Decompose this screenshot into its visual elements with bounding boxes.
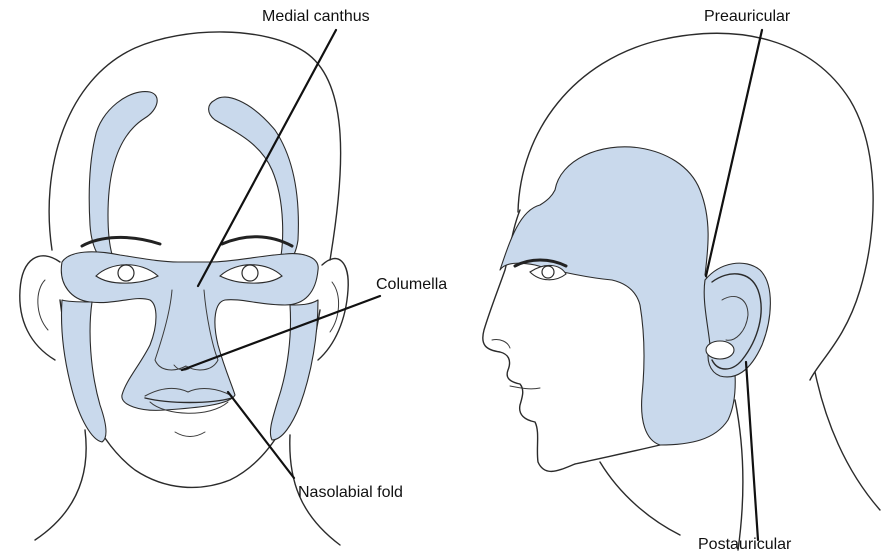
front-left-ear	[20, 256, 60, 360]
front-neck-left	[35, 430, 86, 540]
postauricular-label: Postauricular	[698, 536, 791, 554]
preauricular-label: Preauricular	[704, 8, 790, 26]
profile-mouth	[510, 386, 540, 389]
profile-view-zones	[500, 147, 770, 445]
columella-label: Columella	[376, 276, 447, 294]
front-right-iris	[242, 265, 258, 281]
front-view-zones	[61, 92, 318, 442]
front-left-forehead-zone	[89, 92, 157, 270]
medial-canthus-label: Medial canthus	[262, 8, 370, 26]
postauricular-leader	[746, 362, 758, 540]
profile-neck-lower	[735, 400, 743, 550]
preauricular-leader	[706, 30, 762, 276]
medial-canthus-leader	[198, 30, 336, 286]
profile-cheek-zone	[500, 147, 735, 445]
profile-iris	[542, 266, 554, 278]
nasolabial-fold-label: Nasolabial fold	[298, 484, 403, 502]
front-left-cheek-zone	[61, 300, 105, 442]
profile-nostril	[492, 339, 510, 348]
front-left-iris	[118, 265, 134, 281]
profile-back-neck	[815, 372, 880, 510]
front-right-eyebrow	[222, 237, 292, 246]
profile-front-neck	[600, 462, 680, 535]
profile-earlobe-spot	[706, 341, 734, 359]
